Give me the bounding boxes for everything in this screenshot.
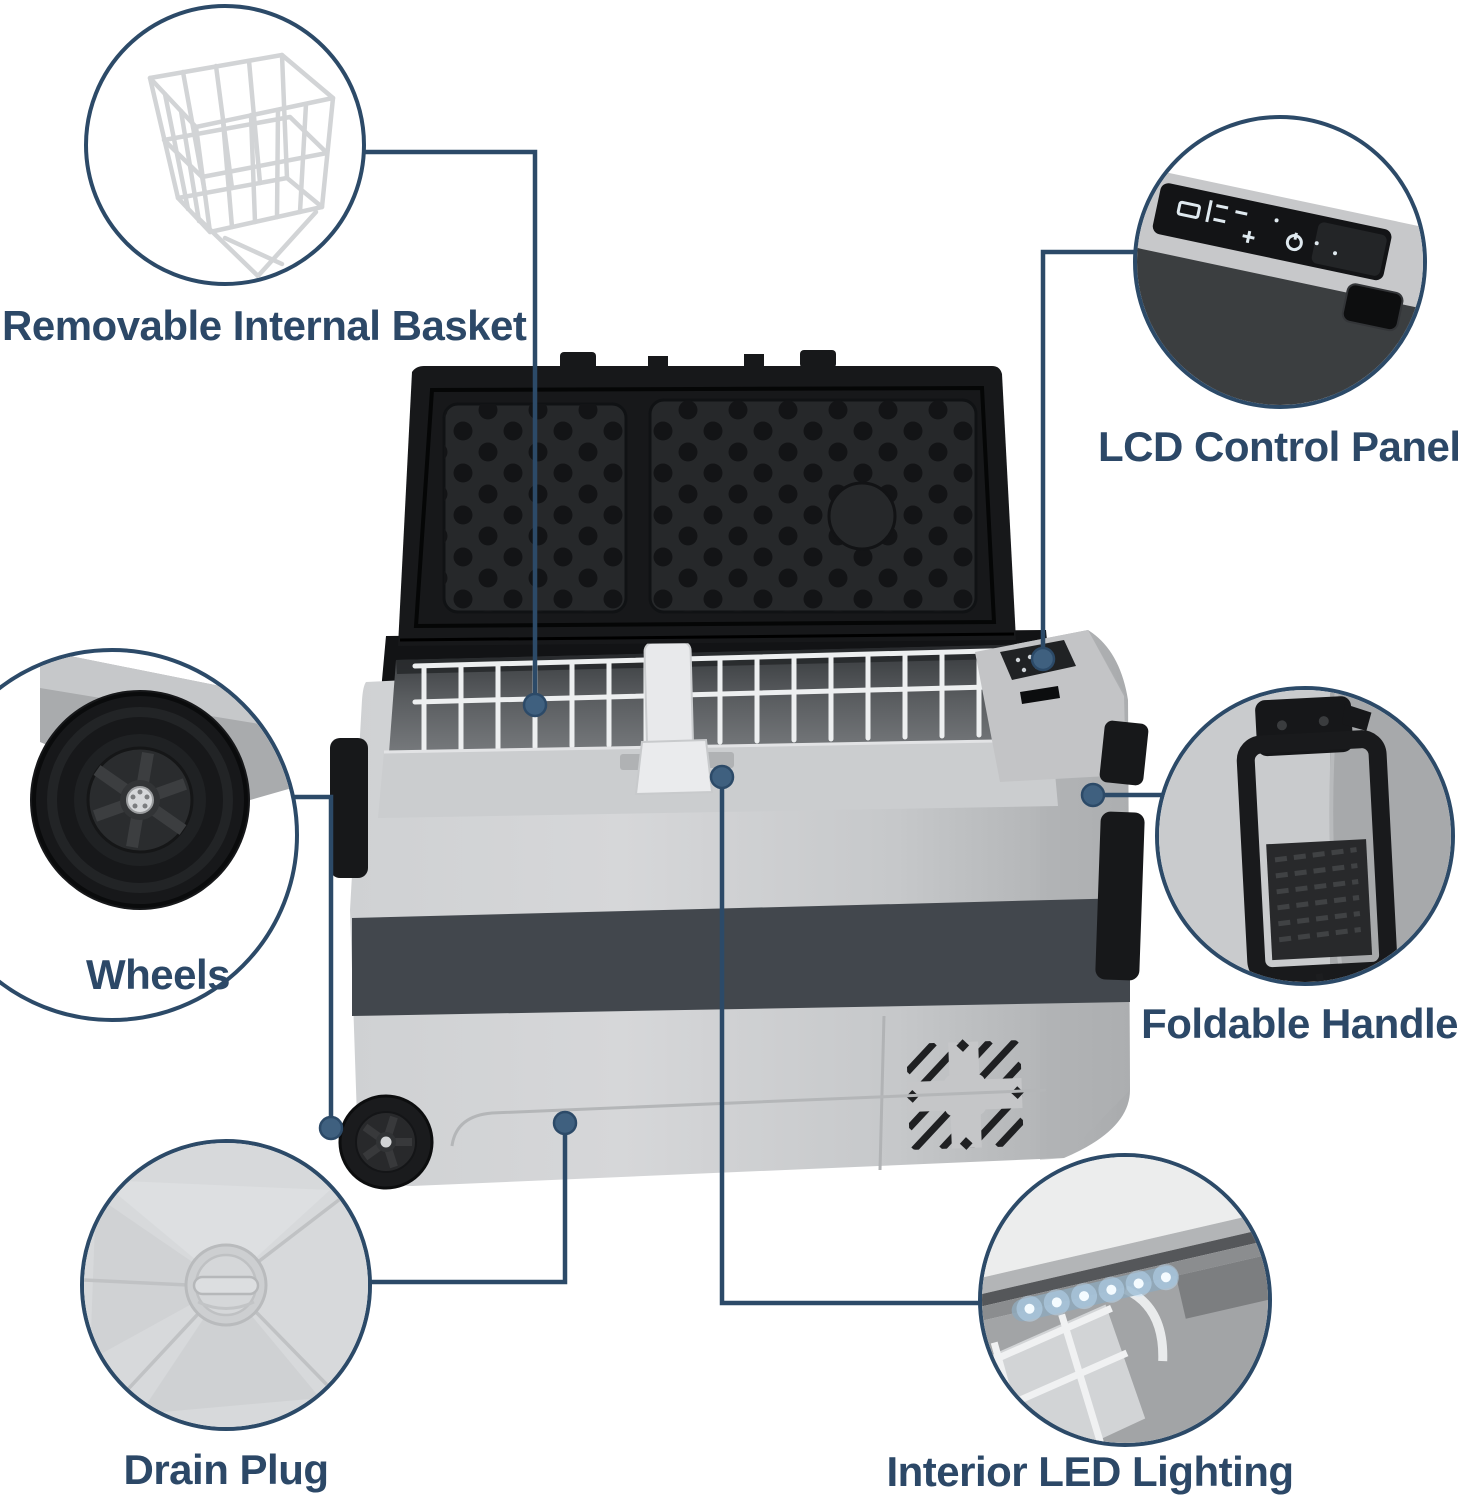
dot-handle xyxy=(1080,782,1106,808)
lid-round-spot xyxy=(827,481,897,551)
connector-dots xyxy=(318,646,1106,1141)
label-removable-internal-basket: Removable Internal Basket xyxy=(2,302,527,349)
callout-lcd-circle xyxy=(1133,115,1427,409)
side-latch-right xyxy=(1095,720,1149,981)
fridge xyxy=(330,350,1149,1190)
dot-lcd xyxy=(1030,646,1056,672)
connectors xyxy=(293,149,1163,1306)
connector-drain xyxy=(369,1129,568,1285)
callout-handle-circle xyxy=(1155,686,1455,986)
dot-drain xyxy=(552,1110,578,1136)
drain-plug-illustration xyxy=(84,1143,368,1427)
fridge-lid xyxy=(398,350,1016,646)
body-seam xyxy=(878,1015,886,1171)
connector-led xyxy=(719,783,982,1306)
callout-led-circle xyxy=(978,1153,1272,1447)
callout-wheels-circle xyxy=(0,648,299,1022)
connector-lcd xyxy=(1040,249,1137,665)
folded-handle-illustration xyxy=(1159,690,1451,982)
rim-highlight xyxy=(383,738,1053,754)
side-latch-left xyxy=(330,738,368,878)
callout-basket-circle xyxy=(84,4,366,286)
led-strip-illustration xyxy=(982,1157,1268,1443)
label-wheels: Wheels xyxy=(86,951,231,998)
callout-drain-circle xyxy=(80,1139,372,1431)
wire-basket-illustration xyxy=(147,52,336,279)
label-drain-plug: Drain Plug xyxy=(123,1446,329,1493)
label-interior-led-lighting: Interior LED Lighting xyxy=(886,1448,1294,1495)
dot-basket xyxy=(522,692,548,718)
front-wheel xyxy=(338,1094,434,1190)
front-crease xyxy=(450,1088,1047,1147)
dot-led xyxy=(709,764,735,790)
label-lcd-control-panel: LCD Control Panel xyxy=(1098,423,1458,470)
vent-grille-icon xyxy=(906,1039,1024,1150)
connector-wheels xyxy=(293,794,334,1122)
label-foldable-handle: Foldable Handle xyxy=(1141,1000,1458,1047)
lid-latch-tab xyxy=(634,738,714,796)
dark-band xyxy=(352,898,1130,1016)
connector-basket xyxy=(360,149,538,699)
dot-wheels xyxy=(318,1115,344,1141)
